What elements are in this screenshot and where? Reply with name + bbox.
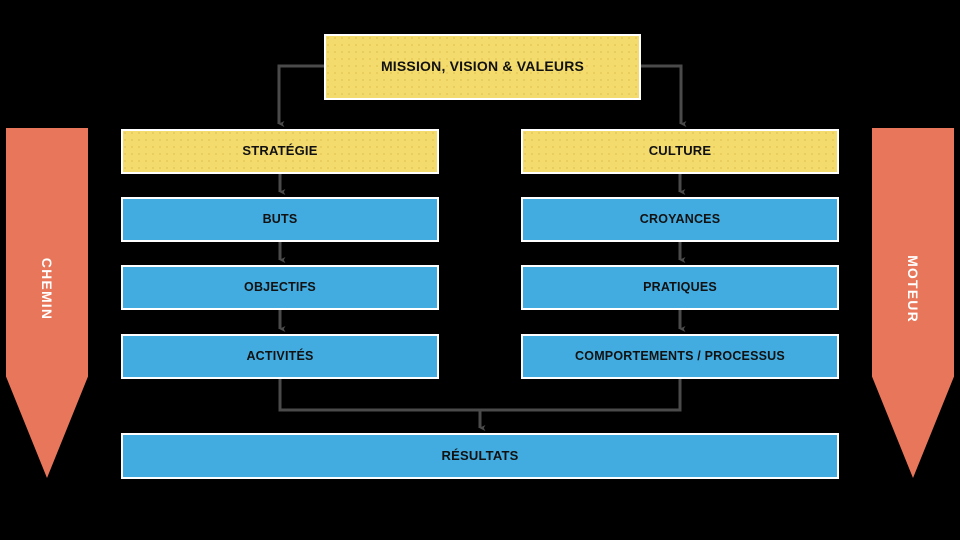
node-objectifs-label: OBJECTIFS [244,279,316,294]
node-croyances-label: CROYANCES [639,211,721,226]
node-comportements-label: COMPORTEMENTS / PROCESSUS [575,348,785,363]
node-croyances: CROYANCES [521,197,839,242]
node-mission-vision-valeurs: MISSION, VISION & VALEURS [324,34,641,100]
node-culture-label: CULTURE [648,143,712,159]
node-culture: CULTURE [521,129,839,174]
node-strategie-label: STRATÉGIE [242,143,318,159]
connector-mission-to-strategie [277,64,324,127]
side-arrow-moteur: MOTEUR [872,128,954,478]
node-pratiques: PRATIQUES [521,265,839,310]
node-resultats-label: RÉSULTATS [441,447,519,463]
node-activites-label: ACTIVITÉS [246,348,314,363]
node-objectifs: OBJECTIFS [121,265,439,310]
node-strategie: STRATÉGIE [121,129,439,174]
node-mission-label: MISSION, VISION & VALEURS [380,58,585,75]
node-activites: ACTIVITÉS [121,334,439,379]
connector-mission-to-culture [641,64,687,127]
node-pratiques-label: PRATIQUES [643,279,717,294]
side-arrow-moteur-label: MOTEUR [905,255,921,323]
node-resultats: RÉSULTATS [121,433,839,479]
node-buts-label: BUTS [262,211,298,226]
side-arrow-chemin-label: CHEMIN [38,257,55,321]
node-buts: BUTS [121,197,439,242]
side-arrow-chemin: CHEMIN [6,128,88,478]
node-comportements-processus: COMPORTEMENTS / PROCESSUS [521,334,839,379]
